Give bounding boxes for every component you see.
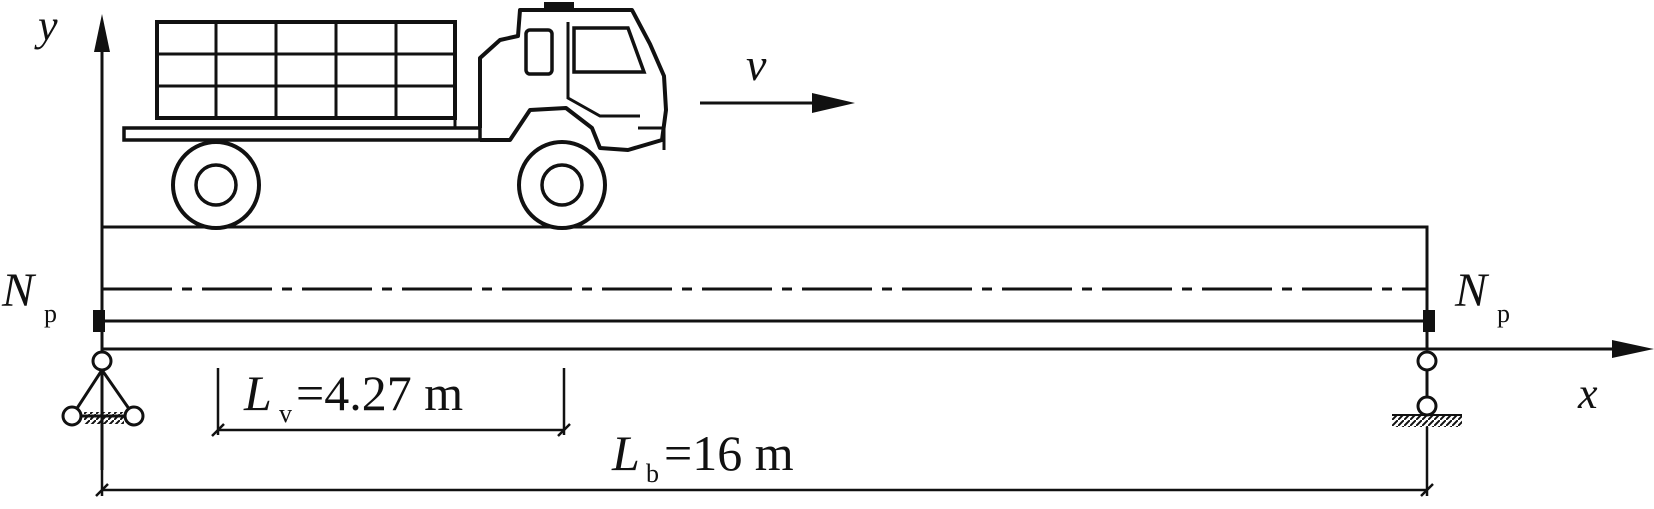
- truck-cab: [478, 8, 668, 152]
- truck: [122, 2, 668, 230]
- truck-door: [566, 22, 640, 118]
- beam-length-symbol: L: [611, 425, 640, 481]
- y-axis-arrowhead: [94, 14, 110, 52]
- truck-roof-light: [544, 2, 574, 12]
- pin-support-left: [61, 350, 145, 427]
- truck-front-wheel: [517, 140, 607, 230]
- prestress-force-symbol-left: N: [1, 264, 37, 317]
- x-axis: x: [1428, 340, 1654, 418]
- roller-support-right: [1392, 350, 1462, 427]
- velocity-indicator: v: [700, 39, 855, 113]
- tendon-anchor-left: [93, 310, 105, 332]
- tendon-anchor-right: [1423, 310, 1435, 332]
- beam-length-value: =16 m: [664, 425, 794, 481]
- vehicle-length-symbol: L: [243, 365, 272, 421]
- x-axis-arrowhead: [1612, 340, 1654, 358]
- truck-rear-window: [524, 28, 554, 76]
- velocity-label: v: [746, 39, 767, 90]
- y-axis: y: [34, 1, 110, 470]
- truck-front-window: [572, 26, 647, 74]
- truck-rear-wheel: [171, 140, 261, 230]
- vehicle-length-dimension: L v =4.27 m: [211, 365, 571, 437]
- prestress-force-symbol-right: N: [1454, 264, 1490, 317]
- prestress-force-subscript-right: p: [1497, 299, 1510, 328]
- vehicle-length-value: =4.27 m: [296, 365, 463, 421]
- y-axis-label: y: [34, 1, 58, 50]
- truck-cargo-box: [155, 20, 457, 120]
- prestress-force-subscript-left: p: [44, 299, 57, 328]
- prestress-force-left: N p: [1, 264, 57, 328]
- vehicle-length-subscript: v: [279, 399, 292, 428]
- beam-length-dimension: L b =16 m: [95, 425, 1434, 497]
- velocity-arrowhead: [812, 93, 855, 113]
- truck-bed: [122, 126, 482, 142]
- prestress-force-right: N p: [1454, 264, 1510, 328]
- beam: [93, 225, 1435, 351]
- beam-length-subscript: b: [646, 459, 659, 488]
- x-axis-label: x: [1577, 369, 1598, 418]
